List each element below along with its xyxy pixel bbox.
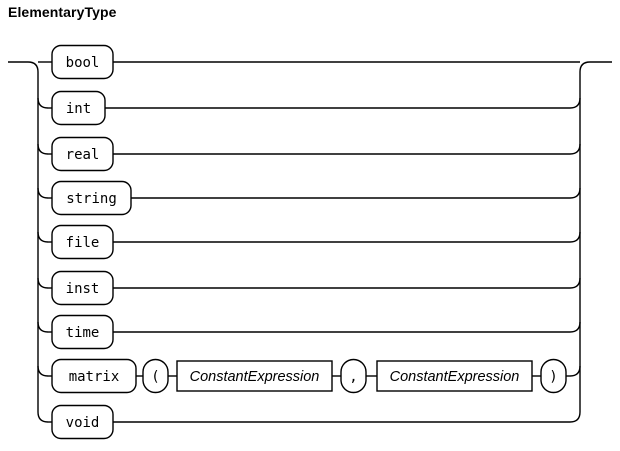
terminal-box-bool-0-label: bool [66,55,100,71]
branch-right-curve-real [569,143,581,155]
nonterminal-box-matrix-4-label: ConstantExpression [390,369,520,385]
branch-left-curve-time [37,321,49,333]
branch-left-curve-real [37,143,49,155]
page-title: ElementaryType [8,4,117,20]
branch-right-curve-matrix [569,365,581,377]
terminal-box-time-0[interactable] [51,314,114,350]
branch-left-curve-matrix [37,365,49,377]
right-rail-top-curve [579,61,591,73]
terminal-box-bool-0[interactable] [51,44,114,80]
branch-right-curve-int [569,97,581,109]
terminal-box-matrix-3-label: , [349,369,357,385]
branch-left-curve-inst [37,277,49,289]
branch-right-curve-time [569,321,581,333]
terminal-box-file-0[interactable] [51,224,114,260]
branch-left-curve-void [37,411,49,423]
rails-layer [8,61,612,423]
terminal-box-real-0[interactable] [51,136,114,172]
terminal-box-int-0[interactable] [51,90,106,126]
terminal-box-void-0-label: void [66,415,100,431]
branch-right-curve-string [569,187,581,199]
terminal-box-matrix-5-label: ) [549,369,557,385]
terminal-box-matrix-3[interactable] [340,358,367,394]
terminal-box-file-0-label: file [66,235,100,251]
branch-left-curve-file [37,231,49,243]
nonterminal-box-matrix-2-label: ConstantExpression [190,369,320,385]
branch-right-curve-file [569,231,581,243]
terminal-box-matrix-0-label: matrix [69,369,120,385]
terminal-box-inst-0-label: inst [66,281,100,297]
terminal-box-real-0-label: real [66,147,100,163]
terminal-box-string-0[interactable] [51,180,132,216]
nonterminal-box-matrix-2[interactable] [176,360,333,392]
terminal-box-string-0-label: string [66,191,117,207]
terminal-box-inst-0[interactable] [51,270,114,306]
branch-left-curve-int [37,97,49,109]
left-rail-top-curve [27,61,39,73]
branch-left-curve-string [37,187,49,199]
terminal-box-matrix-1-label: ( [151,369,159,385]
branch-right-curve-void [569,411,581,423]
nodes-layer: bool int real string file inst time matrix ( Cons… [51,44,567,440]
terminal-box-void-0[interactable] [51,404,114,440]
terminal-box-time-0-label: time [66,325,100,341]
terminal-box-matrix-1[interactable] [142,358,169,394]
terminal-box-matrix-5[interactable] [540,358,567,394]
nonterminal-box-matrix-4[interactable] [376,360,533,392]
terminal-box-int-0-label: int [66,101,91,117]
branch-right-curve-inst [569,277,581,289]
terminal-box-matrix-0[interactable] [51,358,137,394]
